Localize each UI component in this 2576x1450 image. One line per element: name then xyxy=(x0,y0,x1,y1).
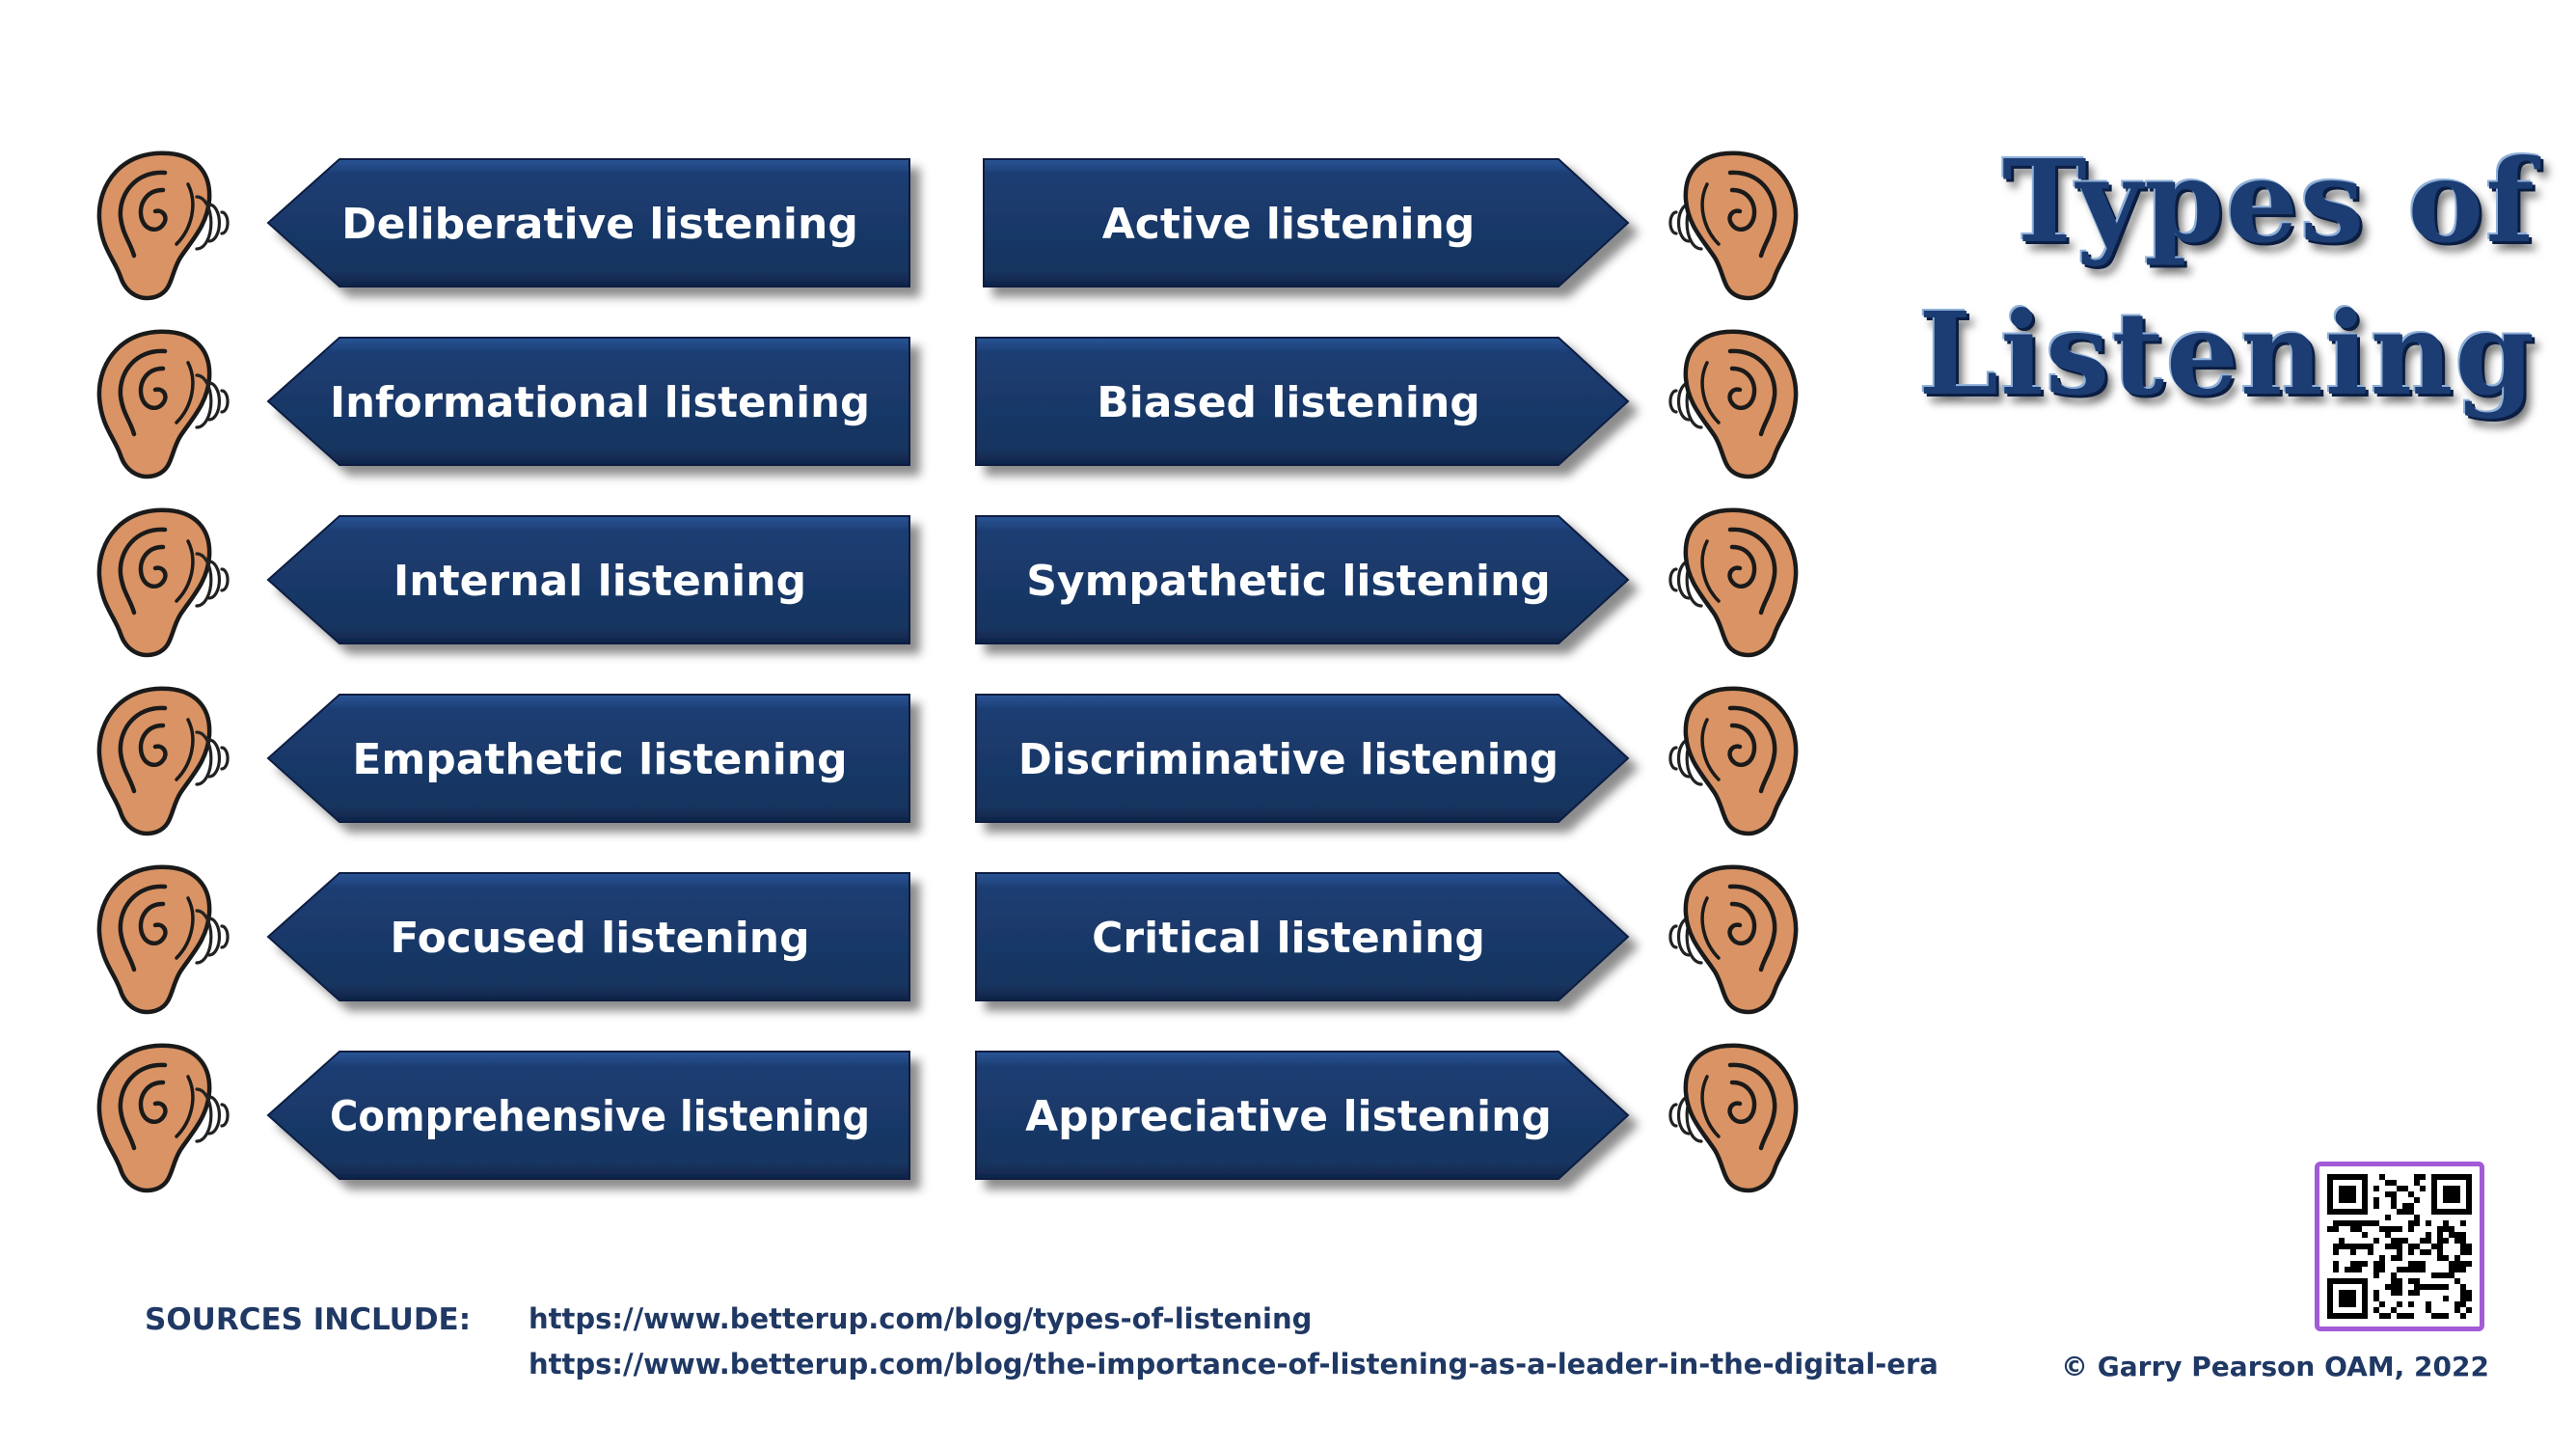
right-arrow-4-label: Discriminative listening xyxy=(1018,735,1559,784)
left-arrow-3: Internal listening xyxy=(266,515,910,644)
left-arrow-6-label: Comprehensive listening xyxy=(330,1092,870,1141)
right-arrow-1: Active listening xyxy=(983,158,1630,287)
page-title: Types of Listening xyxy=(1861,125,2536,430)
left-arrow-4: Empathetic listening xyxy=(266,694,910,823)
right-ear-icon-5 xyxy=(1683,864,1799,1015)
right-ear-icon-3 xyxy=(1683,507,1799,658)
left-arrow-6: Comprehensive listening xyxy=(266,1051,910,1180)
left-sound-waves-icon-2 xyxy=(195,373,230,429)
copyright-notice: © Garry Pearson OAM, 2022 xyxy=(2061,1351,2489,1382)
left-arrow-2-label: Informational listening xyxy=(330,378,870,427)
right-ear-icon-1 xyxy=(1683,150,1799,301)
left-sound-waves-icon-6 xyxy=(195,1087,230,1143)
left-ear-icon-3 xyxy=(96,507,212,658)
right-ear-icon-6 xyxy=(1683,1043,1799,1193)
left-sound-waves-icon-4 xyxy=(195,730,230,786)
left-sound-waves-icon-1 xyxy=(195,195,230,251)
qr-code-icon xyxy=(2327,1174,2472,1319)
left-sound-waves-icon-5 xyxy=(195,909,230,965)
right-arrow-4: Discriminative listening xyxy=(975,694,1630,823)
right-arrow-6-label: Appreciative listening xyxy=(1025,1092,1552,1141)
left-ear-icon-1 xyxy=(96,150,212,301)
left-arrow-2: Informational listening xyxy=(266,337,910,466)
right-arrow-3: Sympathetic listening xyxy=(975,515,1630,644)
left-arrow-1: Deliberative listening xyxy=(266,158,910,287)
left-ear-icon-6 xyxy=(96,1043,212,1193)
source-link-1[interactable]: https://www.betterup.com/blog/types-of-l… xyxy=(529,1302,1313,1335)
right-arrow-3-label: Sympathetic listening xyxy=(1026,557,1551,606)
left-sound-waves-icon-3 xyxy=(195,552,230,608)
left-arrow-5-label: Focused listening xyxy=(390,914,809,963)
qr-code-frame[interactable] xyxy=(2315,1162,2484,1331)
left-ear-icon-4 xyxy=(96,686,212,836)
right-arrow-5: Critical listening xyxy=(975,872,1630,1001)
sources-label: SOURCES INCLUDE: xyxy=(145,1302,472,1337)
left-arrow-5: Focused listening xyxy=(266,872,910,1001)
right-ear-icon-2 xyxy=(1683,329,1799,479)
left-ear-icon-5 xyxy=(96,864,212,1015)
title-line-1: Types of xyxy=(2002,134,2536,268)
right-arrow-2: Biased listening xyxy=(975,337,1630,466)
right-arrow-6: Appreciative listening xyxy=(975,1051,1630,1180)
right-arrow-2-label: Biased listening xyxy=(1097,378,1480,427)
left-arrow-4-label: Empathetic listening xyxy=(352,735,847,784)
right-ear-icon-4 xyxy=(1683,686,1799,836)
left-arrow-1-label: Deliberative listening xyxy=(341,200,858,249)
title-line-2: Listening xyxy=(1918,287,2536,421)
source-link-2[interactable]: https://www.betterup.com/blog/the-import… xyxy=(529,1348,1939,1381)
right-arrow-1-label: Active listening xyxy=(1102,200,1476,249)
left-arrow-3-label: Internal listening xyxy=(393,557,806,606)
right-arrow-5-label: Critical listening xyxy=(1092,914,1485,963)
left-ear-icon-2 xyxy=(96,329,212,479)
